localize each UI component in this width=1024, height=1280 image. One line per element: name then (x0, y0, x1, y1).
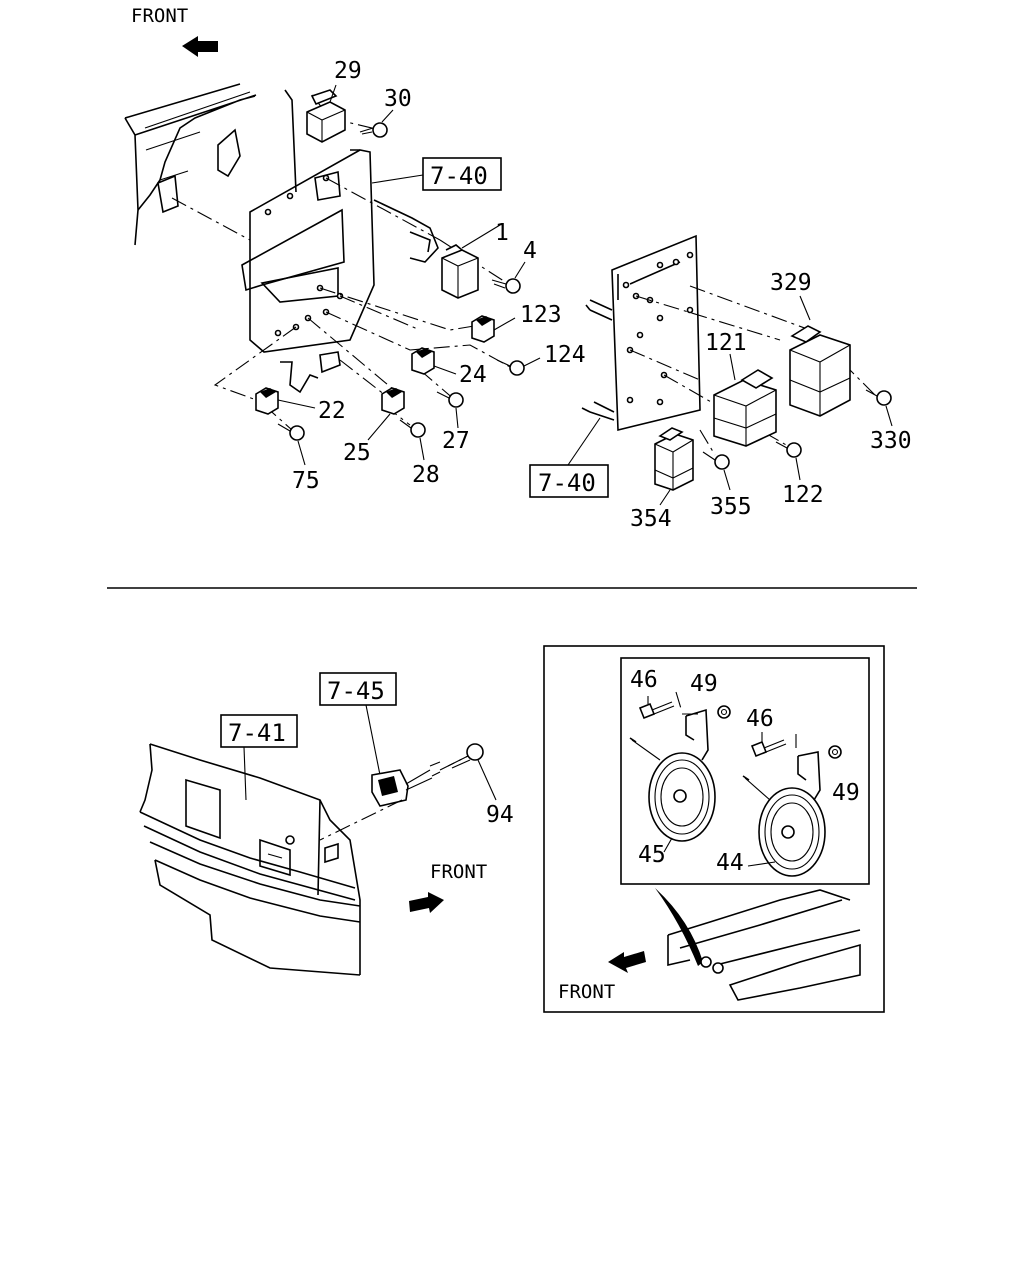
relay-25 (367, 387, 405, 441)
relay-354 (654, 427, 694, 506)
screw-330 (865, 389, 893, 427)
part-label: 1 (495, 220, 509, 246)
front-indicator-bottom: FRONT (409, 861, 487, 913)
horn-44 (742, 751, 826, 877)
part-label: 30 (384, 86, 412, 112)
ref-box-7-40-top: 7-40 (371, 157, 502, 191)
screw-27 (436, 391, 464, 429)
relay-329 (789, 295, 851, 417)
nut-49a (717, 705, 731, 719)
part-label: 46 (746, 706, 774, 732)
part-label: 122 (782, 482, 824, 508)
part-label: 45 (638, 842, 666, 868)
relay-1 (441, 224, 501, 299)
horn-detail-panel: FRONT (543, 645, 885, 1013)
part-label: 75 (292, 468, 320, 494)
part-label: 94 (486, 802, 514, 828)
svg-text:7-45: 7-45 (327, 677, 385, 705)
screw-124 (496, 357, 541, 376)
screw-355 (702, 451, 731, 491)
front-arrow-icon (409, 892, 444, 913)
nut-49b (828, 745, 842, 759)
part-label: 29 (334, 58, 362, 84)
svg-text:7-41: 7-41 (228, 719, 286, 747)
part-label: 22 (318, 398, 346, 424)
part-label: 44 (716, 850, 744, 876)
front-arrow-icon (182, 36, 218, 57)
part-number-labels-horn: 46 49 46 49 45 44 (630, 667, 860, 876)
horn-45 (629, 708, 716, 853)
bolt-46a (638, 696, 675, 720)
screw-28 (399, 419, 426, 461)
screw-75 (277, 423, 306, 466)
bolt-46b (750, 732, 787, 758)
part-label: 329 (770, 270, 812, 296)
part-label: 49 (690, 671, 718, 697)
relay-22 (255, 387, 316, 415)
front-arrow-icon (608, 951, 646, 973)
part-number-labels-top: 29 30 1 4 123 124 24 22 25 27 75 28 329 … (292, 58, 912, 532)
part-label: 330 (870, 428, 912, 454)
part-label: 124 (544, 342, 586, 368)
relay-bracket-left (241, 89, 439, 394)
light-socket-connector (319, 754, 471, 841)
front-bumper-outline (139, 743, 361, 976)
relay-29 (306, 84, 346, 143)
front-label-bottom: FRONT (430, 861, 487, 883)
part-label: 354 (630, 506, 672, 532)
relay-123 (471, 315, 516, 343)
part-label: 24 (459, 362, 487, 388)
screw-30 (359, 109, 394, 138)
part-label: 123 (520, 302, 562, 328)
part-label: 27 (442, 428, 470, 454)
part-label: 121 (705, 330, 747, 356)
screw-94 (447, 743, 497, 801)
relay-121 (713, 353, 777, 447)
svg-text:7-40: 7-40 (430, 162, 488, 190)
screw-122 (775, 441, 802, 481)
part-label: 49 (832, 780, 860, 806)
part-label: 28 (412, 462, 440, 488)
ref-box-7-45: 7-45 (319, 672, 397, 776)
screw-4 (491, 261, 526, 294)
part-label: 4 (523, 238, 537, 264)
front-label-top: FRONT (131, 5, 188, 27)
part-label: 46 (630, 667, 658, 693)
part-label: 355 (710, 494, 752, 520)
front-indicator-top: FRONT (131, 5, 218, 57)
ref-box-7-40-right: 7-40 (529, 417, 609, 498)
svg-text:7-40: 7-40 (538, 469, 596, 497)
vehicle-body-outline (124, 83, 257, 246)
relay-24 (411, 347, 457, 375)
front-label-horn: FRONT (558, 981, 615, 1003)
part-label: 25 (343, 440, 371, 466)
ref-box-7-41: 7-41 (220, 714, 298, 801)
